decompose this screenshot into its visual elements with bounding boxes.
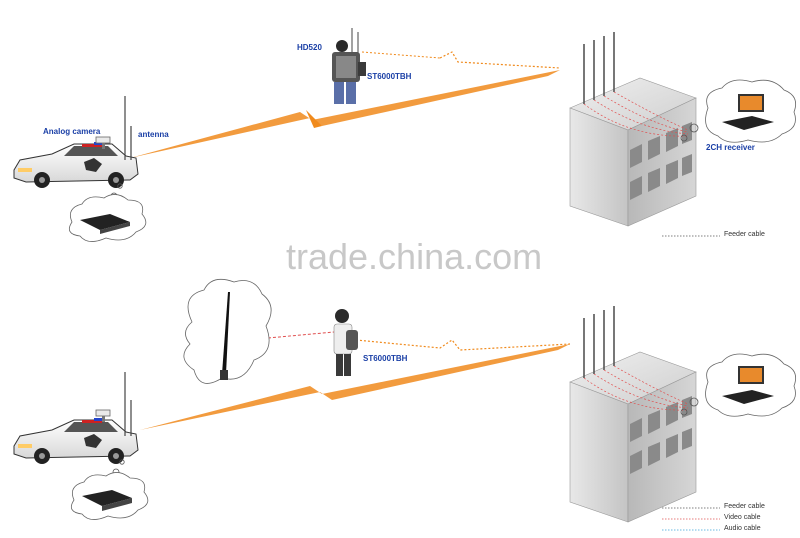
bottom-signal-beam-person bbox=[267, 331, 571, 351]
legend-bottom-audio-cable: Audio cable bbox=[724, 525, 761, 532]
legend-bottom-feeder-cable: Feeder cable bbox=[724, 503, 765, 510]
top-car-antennas bbox=[124, 96, 132, 160]
bottom-scene bbox=[13, 278, 797, 531]
bottom-police-car bbox=[13, 418, 139, 464]
watermark: trade.china.com bbox=[286, 236, 543, 277]
label-analog-camera: Analog camera bbox=[43, 127, 101, 136]
bottom-building bbox=[569, 306, 697, 523]
label-2ch-receiver: 2CH receiver bbox=[706, 143, 755, 152]
top-police-car bbox=[13, 142, 139, 188]
label-hd520: HD520 bbox=[297, 43, 322, 52]
top-backpack-person bbox=[332, 28, 366, 104]
bottom-analog-camera bbox=[95, 409, 111, 422]
top-receiver-bubble bbox=[680, 79, 797, 143]
top-signal-beam-car bbox=[130, 70, 560, 158]
label-top-st6000tbh: ST6000TBH bbox=[367, 72, 412, 81]
label-bottom-st6000tbh: ST6000TBH bbox=[363, 354, 408, 363]
label-antenna: antenna bbox=[138, 130, 169, 139]
bottom-person bbox=[333, 309, 358, 376]
bottom-antenna-bubble bbox=[183, 278, 272, 384]
bottom-car-transmitter-bubble bbox=[70, 459, 149, 520]
top-signal-beam-backpack bbox=[361, 51, 561, 69]
top-building bbox=[569, 32, 697, 227]
bottom-car-antennas bbox=[124, 372, 132, 436]
top-scene bbox=[13, 28, 797, 242]
top-analog-camera bbox=[95, 136, 111, 149]
bottom-receiver-bubble bbox=[680, 353, 797, 417]
top-car-transmitter-bubble bbox=[68, 183, 147, 242]
legend-top-feeder-cable: Feeder cable bbox=[724, 231, 765, 238]
legend-bottom-video-cable: Video cable bbox=[724, 514, 761, 521]
